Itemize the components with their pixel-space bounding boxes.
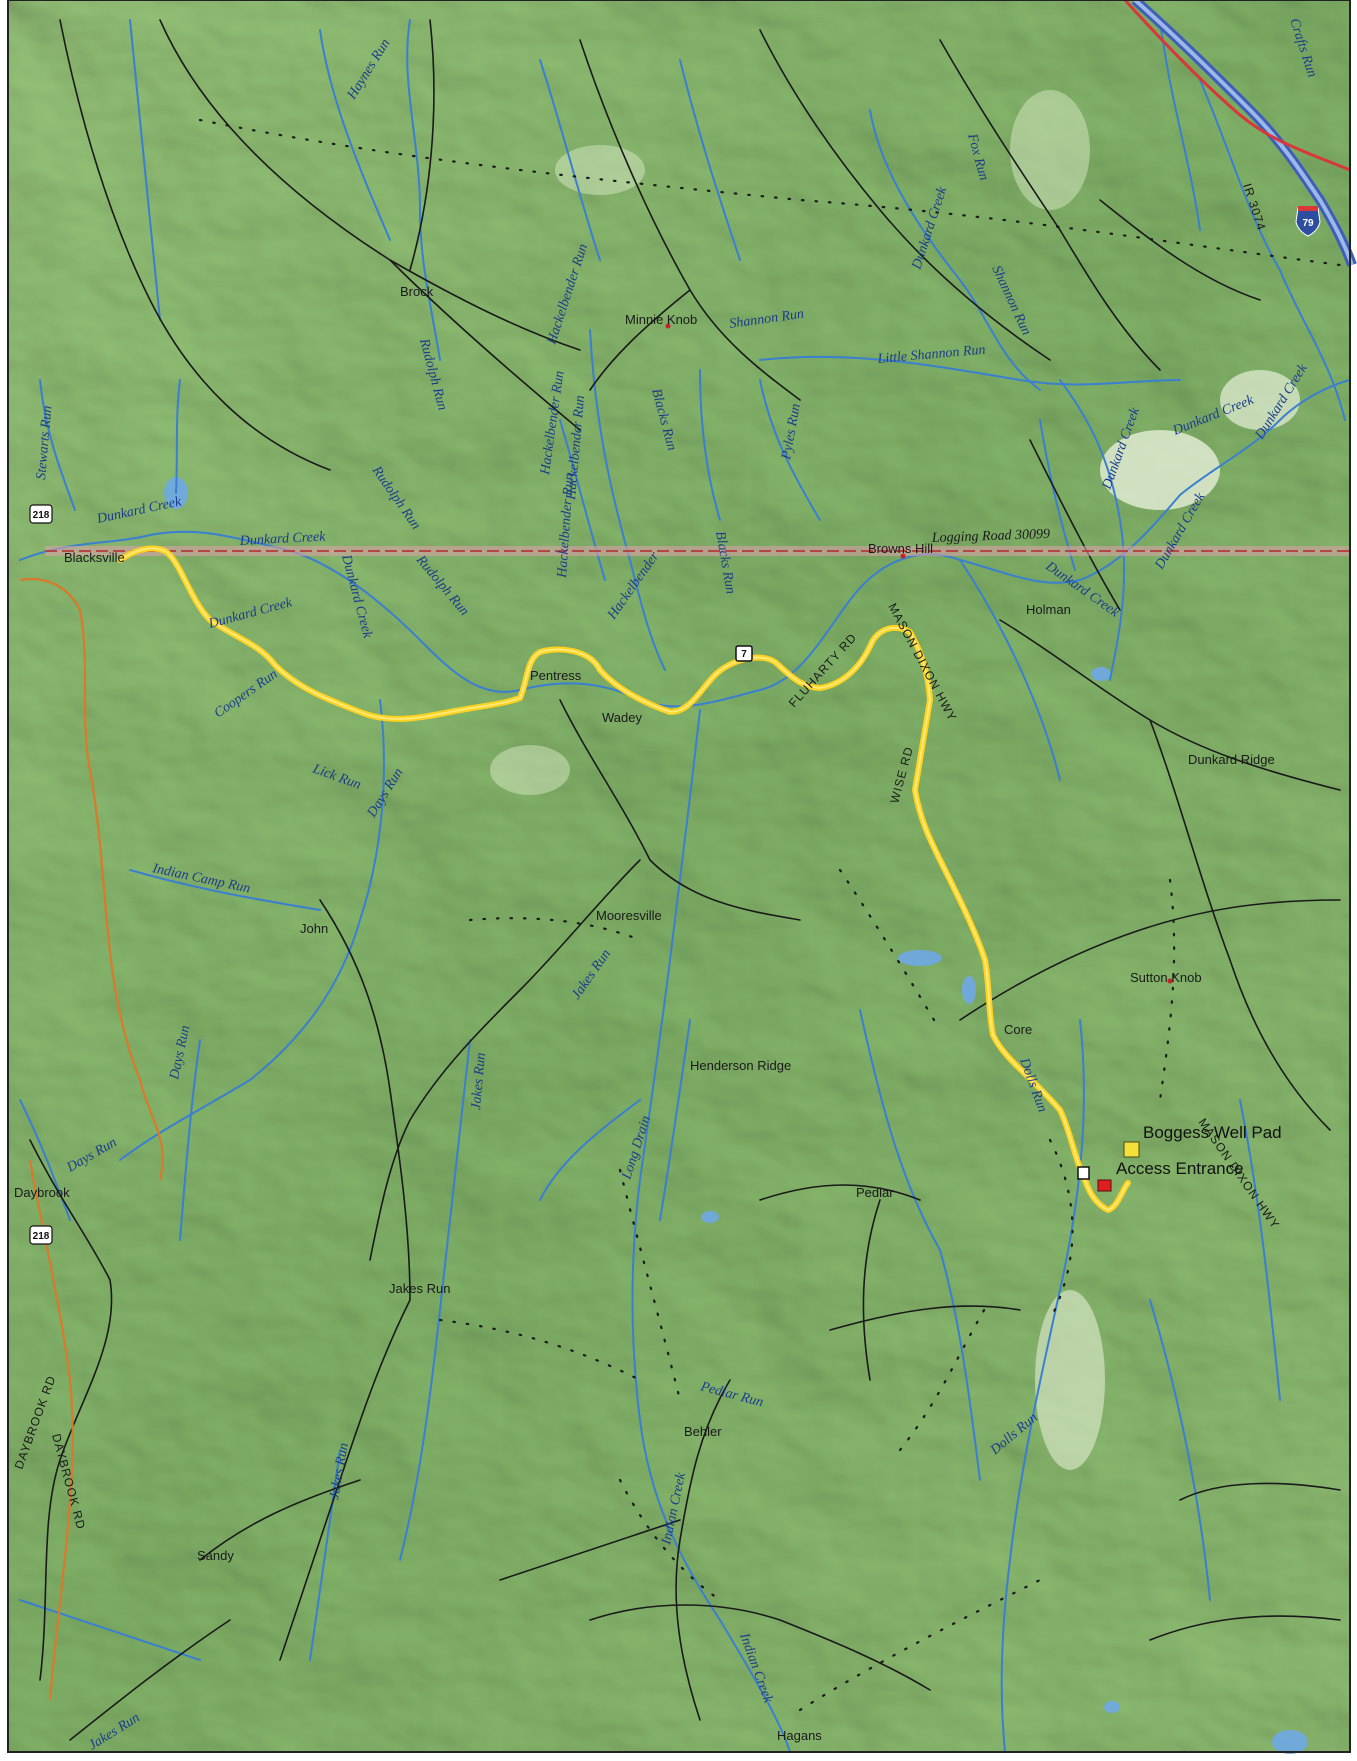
well-pad-marker[interactable] [1123, 1141, 1140, 1158]
i79-shield: 79 [1295, 206, 1321, 237]
label-jakes-run: Jakes Run [389, 1281, 450, 1296]
interstate-79 [1123, 0, 1357, 267]
label-hagans: Hagans [777, 1728, 822, 1743]
label-pedlar: Pedlar [856, 1185, 894, 1200]
label-wadey: Wadey [602, 710, 642, 725]
label-jakes-run-2: Jakes Run [469, 1052, 489, 1110]
label-dunkard-ridge: Dunkard Ridge [1188, 752, 1275, 767]
access-entrance-marker[interactable] [1077, 1166, 1112, 1192]
label-john: John [300, 921, 328, 936]
label-mooresville: Mooresville [596, 908, 662, 923]
label-minnie-knob: Minnie Knob [625, 312, 697, 327]
label-daybrook: Daybrook [14, 1185, 70, 1200]
road-network [29, 19, 1341, 1741]
label-sutton-knob: Sutton Knob [1130, 970, 1202, 985]
label-browns-hill: Browns Hill [868, 541, 933, 556]
map-legend: Boggess Well Pad Access Entrance [1116, 1123, 1282, 1178]
svg-text:218: 218 [33, 510, 50, 521]
legend-access-entrance: Access Entrance [1116, 1159, 1244, 1178]
label-hackelbender-run-4: Hackelbender Run [555, 473, 577, 579]
svg-text:7: 7 [741, 649, 747, 660]
haul-route [117, 545, 1131, 1213]
label-blacksville: Blacksville [64, 550, 125, 565]
wv218-south-shield: 218 [29, 1225, 53, 1245]
summit-markers [665, 323, 1173, 984]
stream-network [19, 19, 1351, 1753]
label-logging-road: Logging Road 30099 [931, 527, 1051, 546]
trail-network [198, 118, 1342, 1712]
terrain-layer [8, 0, 1350, 1752]
svg-text:218: 218 [33, 1231, 50, 1242]
map-frame [7, 0, 1351, 1753]
route7-shield: 7 [735, 645, 753, 662]
label-brock: Brock [400, 284, 434, 299]
label-stewarts-run: Stewarts Run [34, 405, 55, 480]
water-layer [164, 477, 1308, 1754]
state-boundary [45, 546, 1350, 556]
label-holman: Holman [1026, 602, 1071, 617]
wv218-north-shield: 218 [29, 504, 53, 524]
label-behler: Behler [684, 1424, 722, 1439]
label-sandy: Sandy [197, 1548, 234, 1563]
legend-well-pad: Boggess Well Pad [1143, 1123, 1282, 1142]
label-henderson-ridge: Henderson Ridge [690, 1058, 791, 1073]
place-labels: Blacksville Brock Minnie Knob Pentress W… [14, 284, 1275, 1743]
svg-text:79: 79 [1302, 218, 1314, 229]
label-core: Core [1004, 1022, 1032, 1037]
label-dunkard-creek-c: Dunkard Creek [238, 529, 326, 549]
label-pentress: Pentress [530, 668, 582, 683]
